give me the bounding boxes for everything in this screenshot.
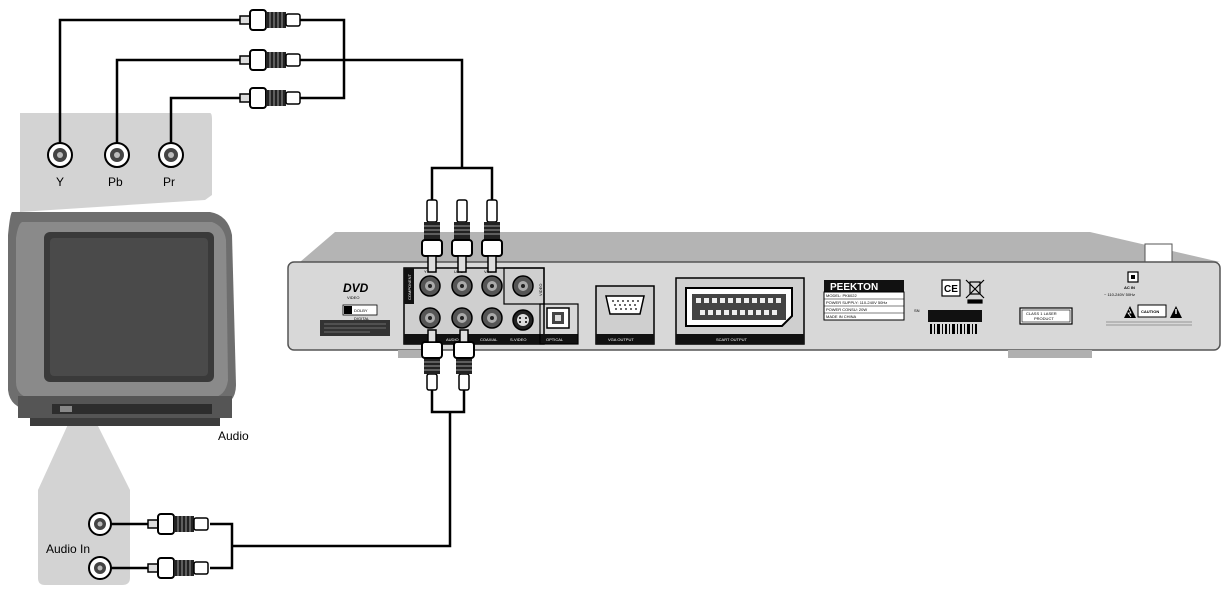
- model-line-3: POWER CONSU: 20W: [826, 307, 867, 312]
- label-audio-in: Audio In: [46, 542, 90, 556]
- weee-bin-icon: [965, 279, 985, 304]
- label-pr: Pr: [163, 175, 175, 189]
- svg-text:SN: SN: [914, 308, 920, 313]
- player-top: [300, 232, 1220, 262]
- shock-warning-icon: [1124, 306, 1136, 318]
- component-tag: COMPONENT: [407, 273, 412, 300]
- component-out-pb-jack: [451, 275, 473, 297]
- model-line-2: POWER SUPPLY: 110-240V 50Hz: [826, 300, 887, 305]
- label-audio-out: AUDIO: [446, 337, 459, 342]
- laser-class-label: CLASS 1 LASER PRODUCT: [1019, 307, 1073, 325]
- label-y: Y: [56, 175, 64, 189]
- barcode: [930, 324, 977, 334]
- svg-text:PRODUCT: PRODUCT: [1034, 316, 1054, 321]
- tv-pr-jack: [158, 142, 184, 168]
- rating-plate: PEEKTON MODEL: PK6022 POWER SUPPLY: 110-…: [823, 280, 905, 321]
- component-out-pr-jack: [481, 275, 503, 297]
- dvd-logo: DVD: [343, 281, 369, 295]
- tv-pb-jack: [104, 142, 130, 168]
- component-out-y-jack: [419, 275, 441, 297]
- caution-text: CAUTION: [1141, 309, 1159, 314]
- audio-out-left-jack: [419, 307, 441, 329]
- dolby-badge: DOLBY: [342, 304, 378, 316]
- model-line-4: MADE IN CHINA: [826, 314, 857, 319]
- dvd-video-text: VIDEO: [347, 295, 359, 300]
- rca-plug-into-pr: [481, 199, 503, 273]
- label-optical: OPTICAL: [546, 337, 564, 342]
- rca-plug-audio-left: [147, 513, 209, 535]
- caution-area: CAUTION: [1106, 304, 1192, 326]
- rca-plug-into-y: [421, 199, 443, 273]
- label-audio: Audio: [218, 429, 249, 443]
- rca-plug-pb: [239, 49, 301, 71]
- coaxial-jack: [481, 307, 503, 329]
- tv-y-jack: [47, 142, 73, 168]
- dolby-digital-text: DIGITAL: [354, 316, 370, 321]
- ac-inlet: AC IN ~ 110-240V 50Hz: [1104, 271, 1139, 297]
- label-pb: Pb: [108, 175, 123, 189]
- ac-in-label: AC IN: [1124, 285, 1135, 290]
- audio-out-right-jack: [451, 307, 473, 329]
- svg-text:DOLBY: DOLBY: [354, 308, 368, 313]
- label-s-video: S-VIDEO: [510, 337, 526, 342]
- rca-plug-into-audio-right: [453, 329, 475, 391]
- video-out-jack: [512, 275, 534, 297]
- optical-port: [546, 307, 570, 329]
- ac-spec-label: ~ 110-240V 50Hz: [1104, 292, 1135, 297]
- television: [8, 212, 236, 426]
- audio-input-callout: [38, 420, 130, 585]
- s-video-jack: [512, 309, 534, 331]
- av-connector-panel: COMPONENT VIDEO Y U/Pb V/Pr AUDIO COAXIA…: [403, 267, 579, 345]
- svg-text:CE: CE: [944, 284, 958, 295]
- ce-mark: CE: [941, 279, 961, 297]
- video-tag: VIDEO: [538, 284, 543, 296]
- tv-audio-jack-left: [88, 512, 112, 536]
- label-coaxial: COAXIAL: [480, 337, 498, 342]
- rca-plug-y: [239, 9, 301, 31]
- brand-logo: PEEKTON: [830, 282, 878, 293]
- scart-output-port: SCART OUTPUT: [675, 277, 805, 345]
- rca-plug-into-pb: [451, 199, 473, 273]
- audio-in-jacks: Audio In: [46, 512, 112, 580]
- label-vga: VGA OUTPUT: [608, 337, 634, 342]
- rca-plug-into-audio-left: [421, 329, 443, 391]
- svg-text:CLASS 1 LASER: CLASS 1 LASER: [1026, 311, 1057, 316]
- vga-output-port: VGA OUTPUT: [595, 285, 655, 345]
- tv-front-panel: [52, 404, 212, 414]
- jack-label-y: Y: [424, 269, 427, 274]
- serial-sticker: SN: [914, 308, 982, 334]
- model-line-1: MODEL: PK6022: [826, 293, 857, 298]
- rca-plug-audio-right: [147, 557, 209, 579]
- rca-plug-pr: [239, 87, 301, 109]
- label-scart: SCART OUTPUT: [716, 337, 748, 342]
- tv-audio-jack-right: [88, 556, 112, 580]
- audio-cable-wires: [111, 390, 466, 570]
- component-cable-wires: [58, 18, 494, 200]
